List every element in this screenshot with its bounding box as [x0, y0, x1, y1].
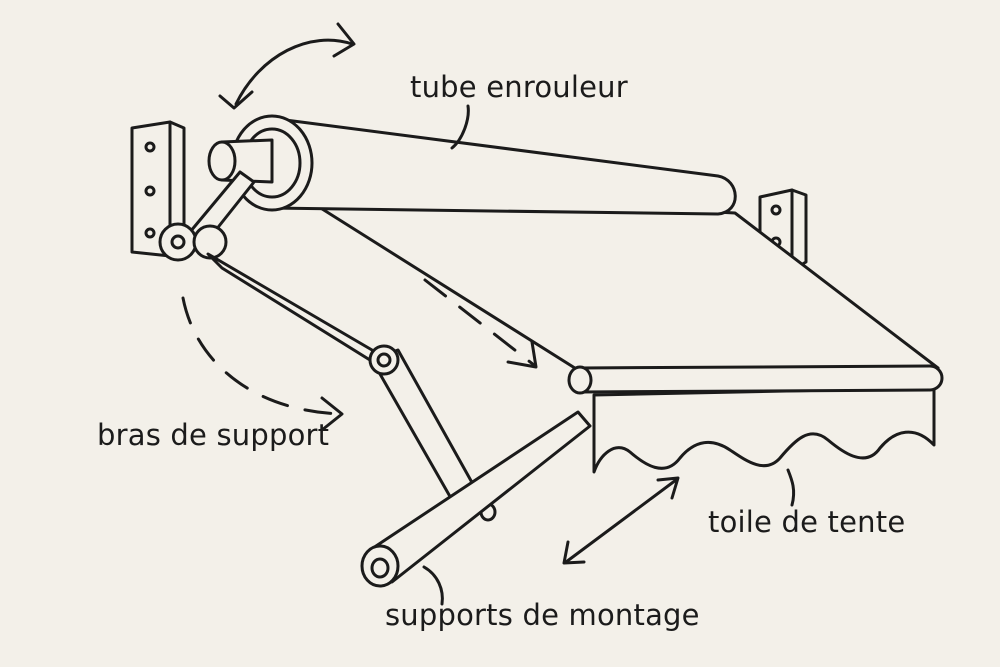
- rotation-arrow-icon: [218, 22, 356, 110]
- front-bar: [567, 364, 944, 395]
- swing-arrow-icon: [181, 296, 344, 432]
- double-arrow-icon: [562, 476, 680, 565]
- label-support-arms: bras de support: [97, 418, 330, 452]
- front-valance: [592, 386, 936, 474]
- label-awning-fabric: toile de tente: [708, 505, 906, 539]
- roller-tube: [207, 114, 737, 216]
- extension-arrow-icon: [423, 278, 538, 369]
- leader-lines: [422, 104, 796, 606]
- mounting-tube: [360, 410, 592, 588]
- label-roller-tube: tube enrouleur: [410, 70, 628, 104]
- label-mounting-brackets: supports de montage: [385, 598, 700, 632]
